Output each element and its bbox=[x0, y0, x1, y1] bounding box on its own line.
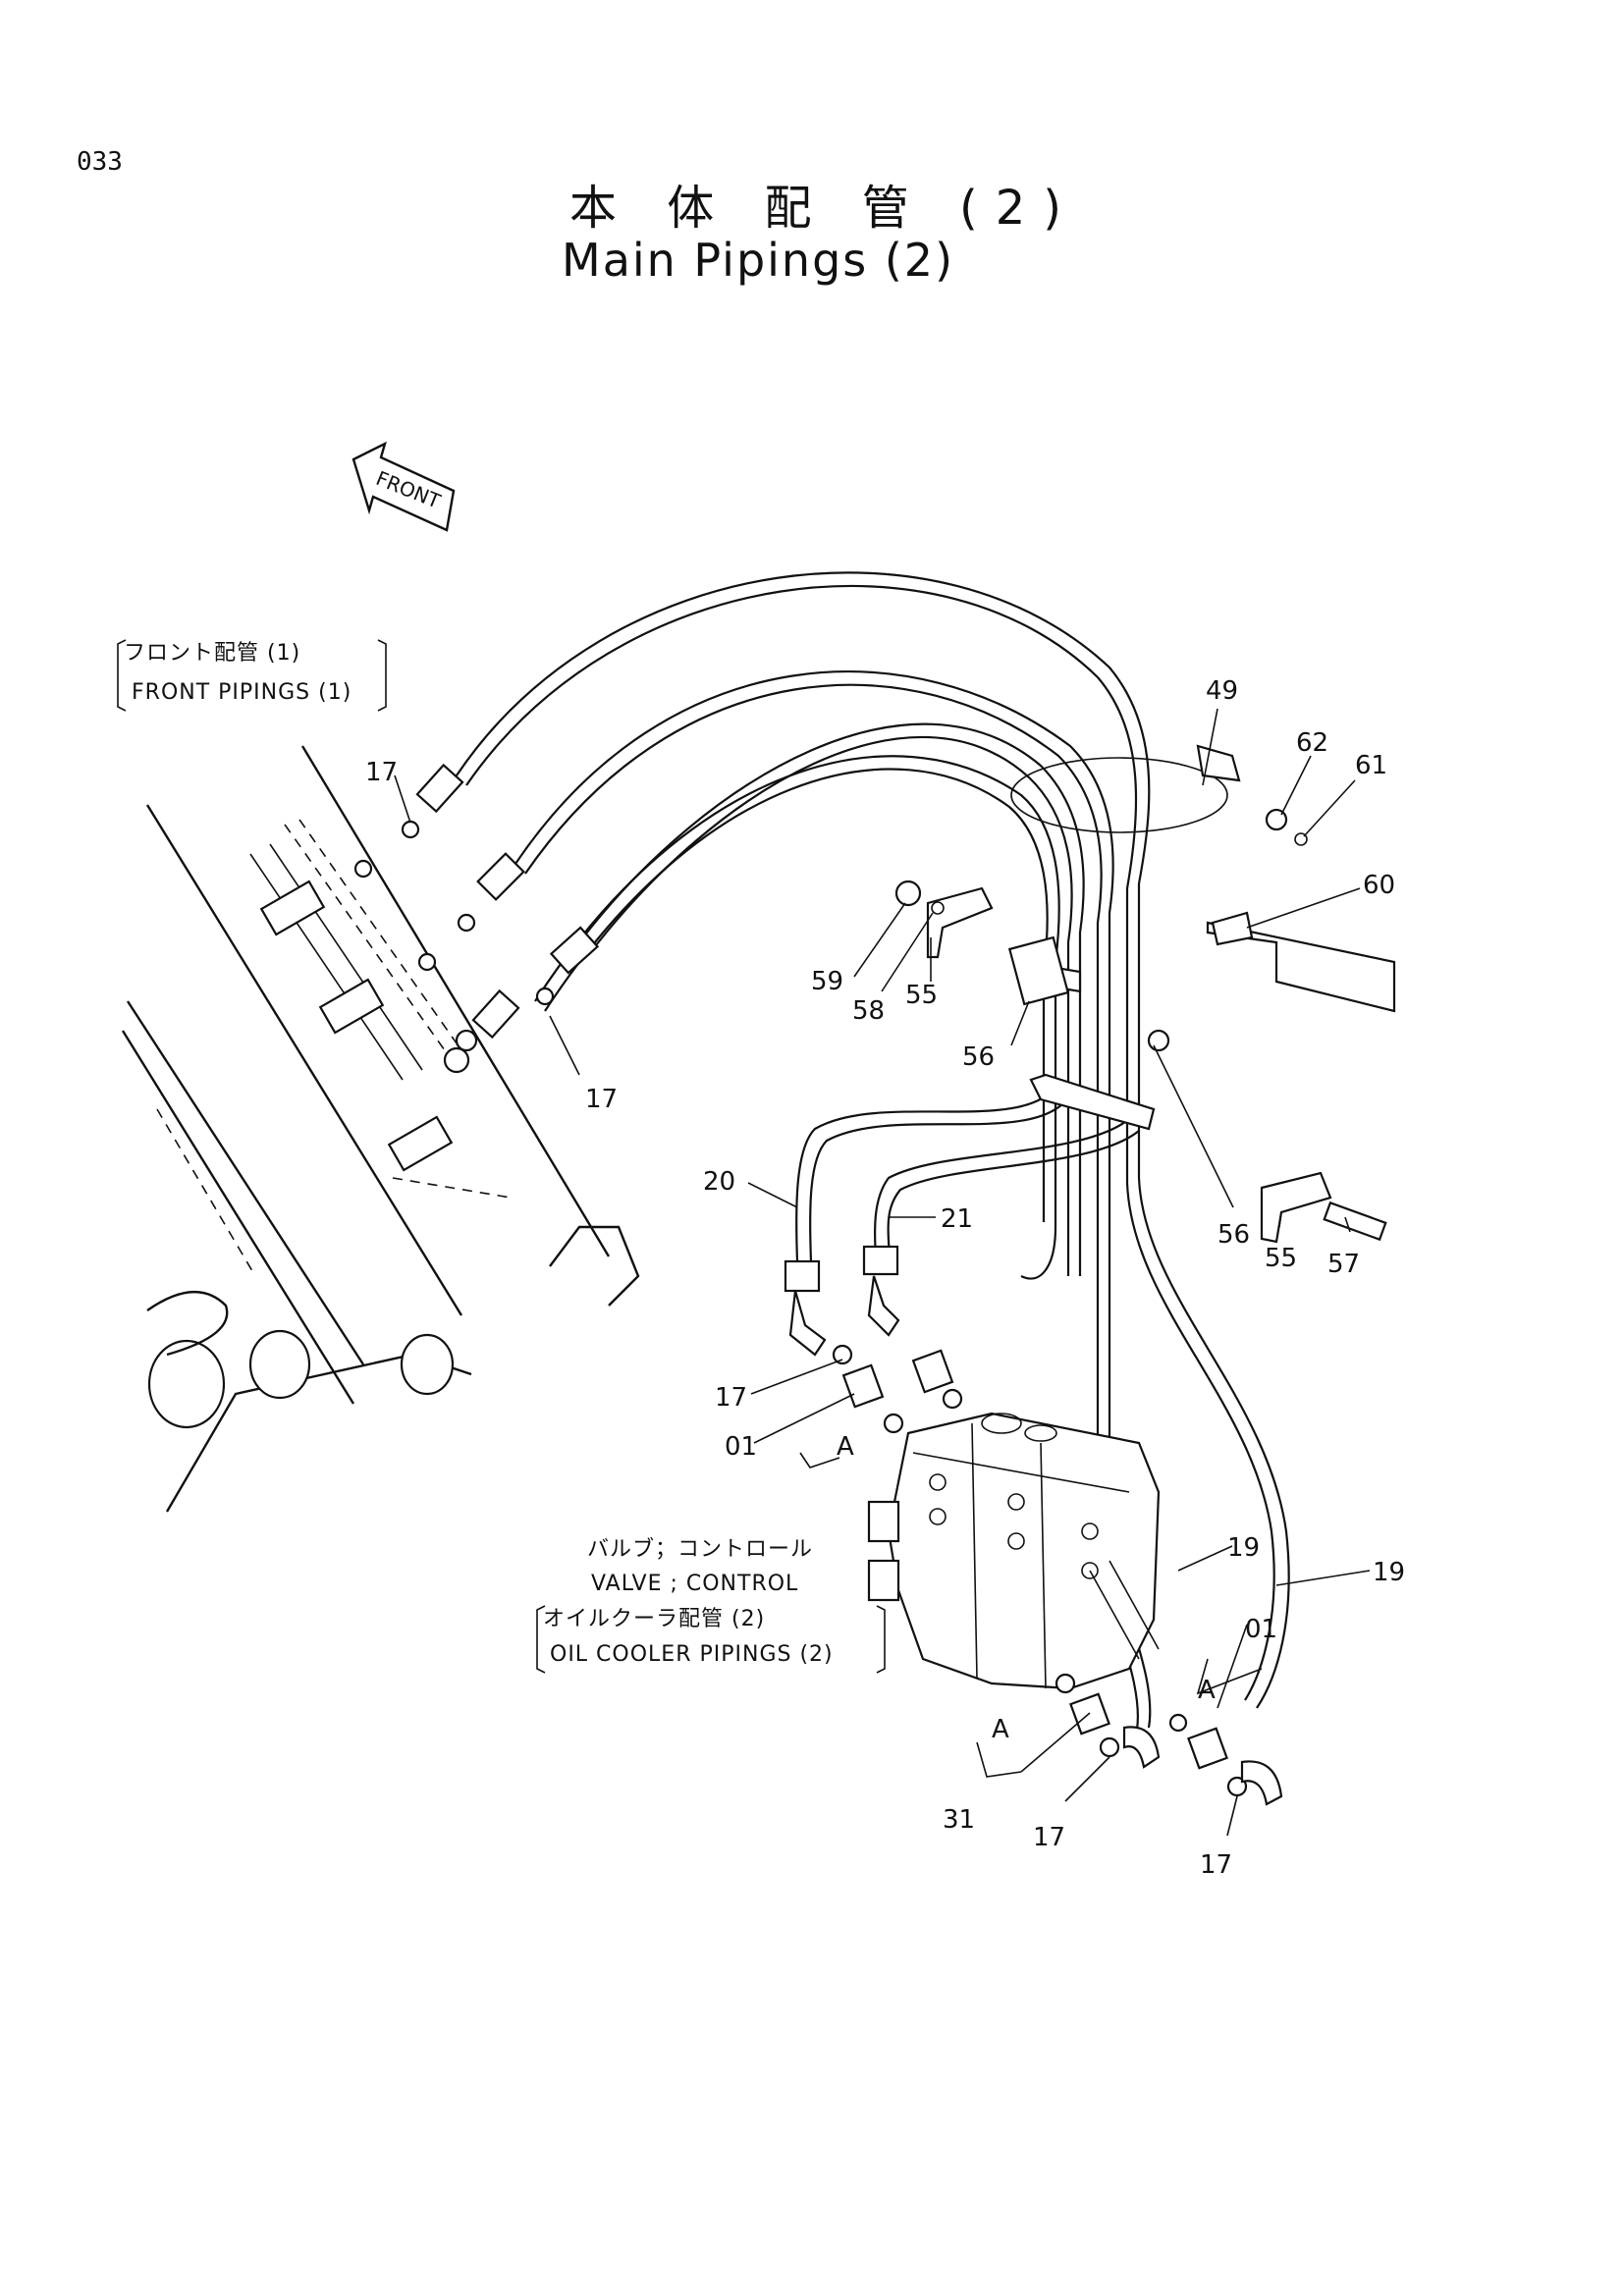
part-label-19b: 19 bbox=[1373, 1558, 1405, 1587]
part-label-57: 57 bbox=[1327, 1250, 1360, 1279]
part-label-17a: 17 bbox=[365, 758, 398, 787]
lower-hoses bbox=[784, 1079, 1140, 1357]
page-number: 033 bbox=[77, 147, 123, 177]
oil-cooler-ref-jp: オイルクーラ配管 (2) bbox=[543, 1607, 765, 1631]
boom-structure bbox=[121, 745, 640, 1513]
part-label-17e: 17 bbox=[1200, 1850, 1232, 1880]
part-label-Ab: A bbox=[1198, 1676, 1216, 1705]
part-label-20: 20 bbox=[703, 1167, 735, 1197]
part-label-01a: 01 bbox=[725, 1432, 757, 1462]
upper-hoses bbox=[401, 571, 1151, 1040]
front-pipings-ref-jp: フロント配管 (1) bbox=[124, 641, 300, 666]
part-label-61: 61 bbox=[1355, 751, 1387, 780]
part-label-58: 58 bbox=[852, 996, 885, 1026]
page-title-jp: 本 体 配 管 (2) bbox=[569, 181, 1080, 236]
part-label-17d: 17 bbox=[1033, 1823, 1065, 1852]
valve-reference: バルブ；コントロール VALVE ; CONTROL オイルクーラ配管 (2) … bbox=[536, 1537, 886, 1674]
part-label-49: 49 bbox=[1206, 676, 1238, 706]
part-label-21: 21 bbox=[941, 1204, 973, 1234]
valve-ref-en: VALVE ; CONTROL bbox=[591, 1572, 798, 1596]
part-label-60: 60 bbox=[1363, 871, 1395, 900]
part-label-31: 31 bbox=[943, 1805, 975, 1835]
valve-ref-jp: バルブ；コントロール bbox=[587, 1537, 813, 1562]
control-valve bbox=[867, 1412, 1161, 1690]
part-label-56a: 56 bbox=[962, 1042, 995, 1072]
part-label-55a: 55 bbox=[905, 981, 938, 1010]
part-label-17c: 17 bbox=[715, 1383, 747, 1413]
part-label-01b: 01 bbox=[1245, 1615, 1277, 1644]
oil-cooler-ref-en: OIL COOLER PIPINGS (2) bbox=[550, 1642, 834, 1667]
part-label-55b: 55 bbox=[1265, 1244, 1297, 1273]
part-label-59: 59 bbox=[811, 967, 843, 996]
part-label-19a: 19 bbox=[1227, 1533, 1260, 1563]
front-pipings-ref-en: FRONT PIPINGS (1) bbox=[132, 680, 352, 705]
left-fittings bbox=[259, 859, 478, 1172]
clamp-hardware bbox=[894, 744, 1396, 1244]
leader-lines bbox=[394, 708, 1371, 1837]
front-arrow-label: FRONT bbox=[373, 466, 445, 513]
page-title-en: Main Pipings (2) bbox=[562, 234, 955, 287]
front-arrow: FRONT bbox=[352, 441, 456, 532]
part-label-Ac: A bbox=[992, 1715, 1009, 1744]
part-label-Aa: A bbox=[837, 1432, 854, 1462]
part-label-17b: 17 bbox=[585, 1085, 618, 1114]
part-labels: 49 62 61 60 59 58 55 56 17 17 20 21 56 5… bbox=[365, 676, 1405, 1880]
part-label-56b: 56 bbox=[1217, 1220, 1250, 1250]
front-pipings-reference: フロント配管 (1) FRONT PIPINGS (1) bbox=[117, 639, 387, 712]
part-label-62: 62 bbox=[1296, 728, 1328, 758]
